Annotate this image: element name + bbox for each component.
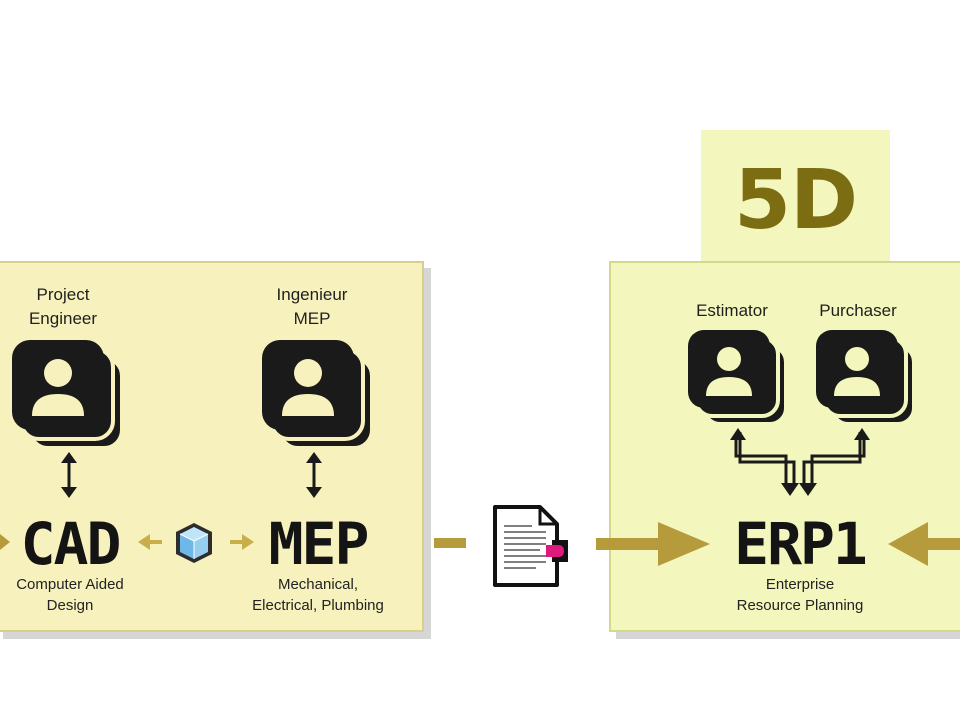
user-stack-icon bbox=[12, 340, 124, 450]
stage-label: 5D bbox=[733, 153, 858, 248]
flow-arrow-stub bbox=[0, 534, 10, 550]
role-line: Engineer bbox=[28, 309, 98, 328]
double-arrow-icon bbox=[306, 452, 322, 498]
subtitle-line: Enterprise bbox=[765, 576, 835, 593]
system-title-erp1: ERP1 bbox=[734, 510, 868, 578]
role-line: Project bbox=[36, 285, 90, 304]
role-label-project-engineer: Project Engineer bbox=[0, 283, 126, 331]
document-icon bbox=[493, 505, 568, 587]
system-title-cad: CAD bbox=[20, 510, 122, 578]
role-label-estimator: Estimator bbox=[696, 301, 768, 320]
double-arrow-icon bbox=[61, 452, 77, 498]
role-label-ingenieur-mep: Ingenieur MEP bbox=[236, 283, 388, 331]
flow-arrow-from-right bbox=[888, 522, 960, 566]
role-label-purchaser: Purchaser bbox=[819, 301, 897, 320]
erp-panel bbox=[609, 261, 960, 632]
system-subtitle-mep: Mechanical, Electrical, Plumbing bbox=[230, 574, 406, 616]
system-subtitle-erp1: Enterprise Resource Planning bbox=[710, 574, 890, 616]
user-stack-icon bbox=[262, 340, 374, 450]
flow-connector bbox=[434, 538, 466, 548]
role-line: Ingenieur bbox=[276, 285, 348, 304]
subtitle-line: Resource Planning bbox=[736, 597, 864, 614]
model-cube-icon bbox=[176, 523, 212, 563]
role-line: MEP bbox=[293, 309, 331, 328]
branch-arrows-icon bbox=[730, 428, 870, 496]
user-stack-icon bbox=[688, 330, 788, 426]
stage-tab: 5D bbox=[701, 130, 890, 263]
subtitle-line: Computer Aided bbox=[16, 576, 124, 593]
left-small-arrow-icon bbox=[138, 534, 162, 550]
subtitle-line: Electrical, Plumbing bbox=[252, 597, 384, 614]
flow-arrow-into-erp bbox=[596, 522, 710, 566]
system-title-mep: MEP bbox=[268, 510, 370, 578]
subtitle-line: Mechanical, bbox=[277, 576, 359, 593]
subtitle-line: Design bbox=[46, 597, 94, 614]
system-subtitle-cad: Computer Aided Design bbox=[0, 574, 140, 616]
user-stack-icon bbox=[816, 330, 916, 426]
right-small-arrow-icon bbox=[230, 534, 254, 550]
